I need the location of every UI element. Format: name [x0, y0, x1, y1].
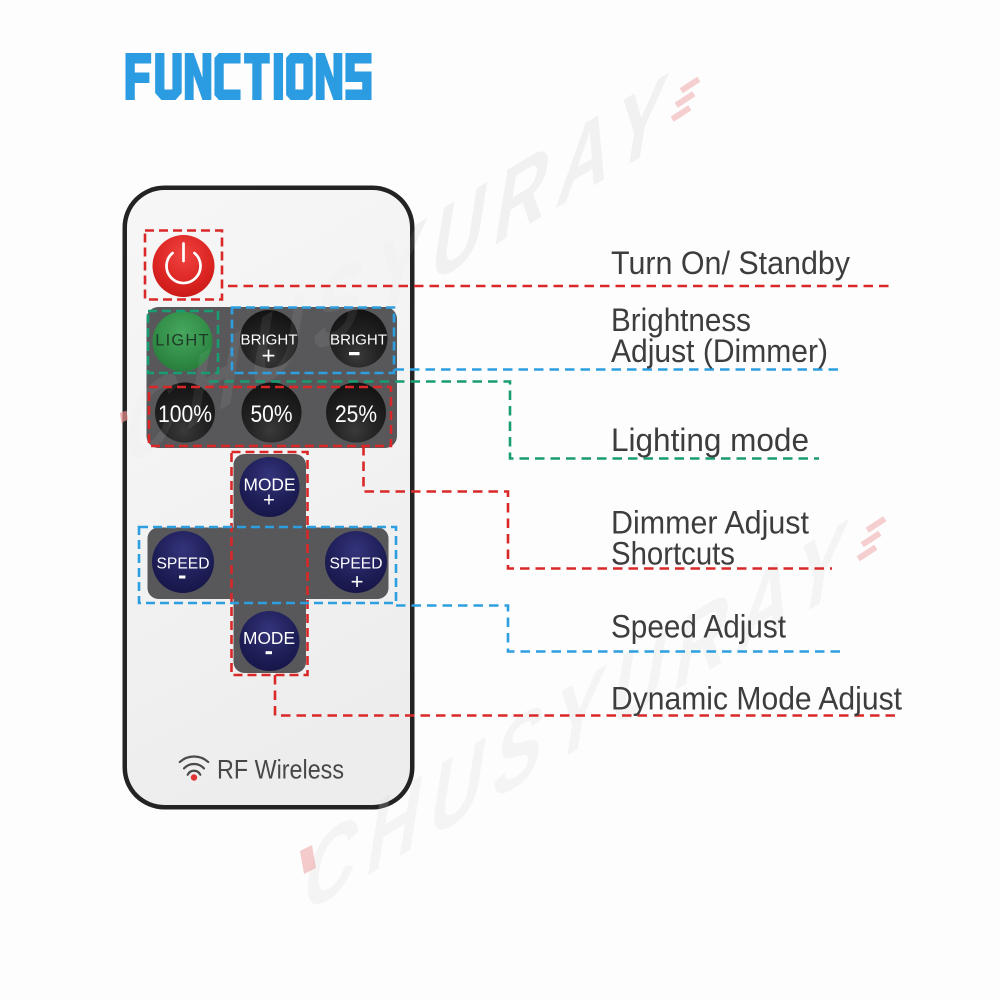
svg-text:25%: 25% — [335, 401, 377, 428]
svg-text:+: + — [263, 490, 275, 512]
svg-text:+: + — [351, 569, 364, 594]
svg-text:Adjust (Dimmer): Adjust (Dimmer) — [611, 333, 828, 369]
svg-text:Turn On/ Standby: Turn On/ Standby — [611, 245, 851, 281]
svg-text:Shortcuts: Shortcuts — [611, 536, 735, 572]
svg-text:Lighting mode: Lighting mode — [611, 422, 809, 458]
svg-text:SPEED: SPEED — [330, 556, 383, 573]
svg-text:MODE: MODE — [244, 475, 296, 495]
svg-text:Dynamic Mode Adjust: Dynamic Mode Adjust — [611, 681, 902, 717]
svg-text:MODE: MODE — [243, 628, 295, 648]
svg-text:SPEED: SPEED — [157, 556, 210, 573]
svg-text:RF Wireless: RF Wireless — [217, 755, 344, 785]
svg-text:Speed Adjust: Speed Adjust — [611, 609, 786, 645]
svg-text:Dimmer Adjust: Dimmer Adjust — [611, 505, 809, 541]
svg-text:Brightness: Brightness — [611, 302, 751, 338]
